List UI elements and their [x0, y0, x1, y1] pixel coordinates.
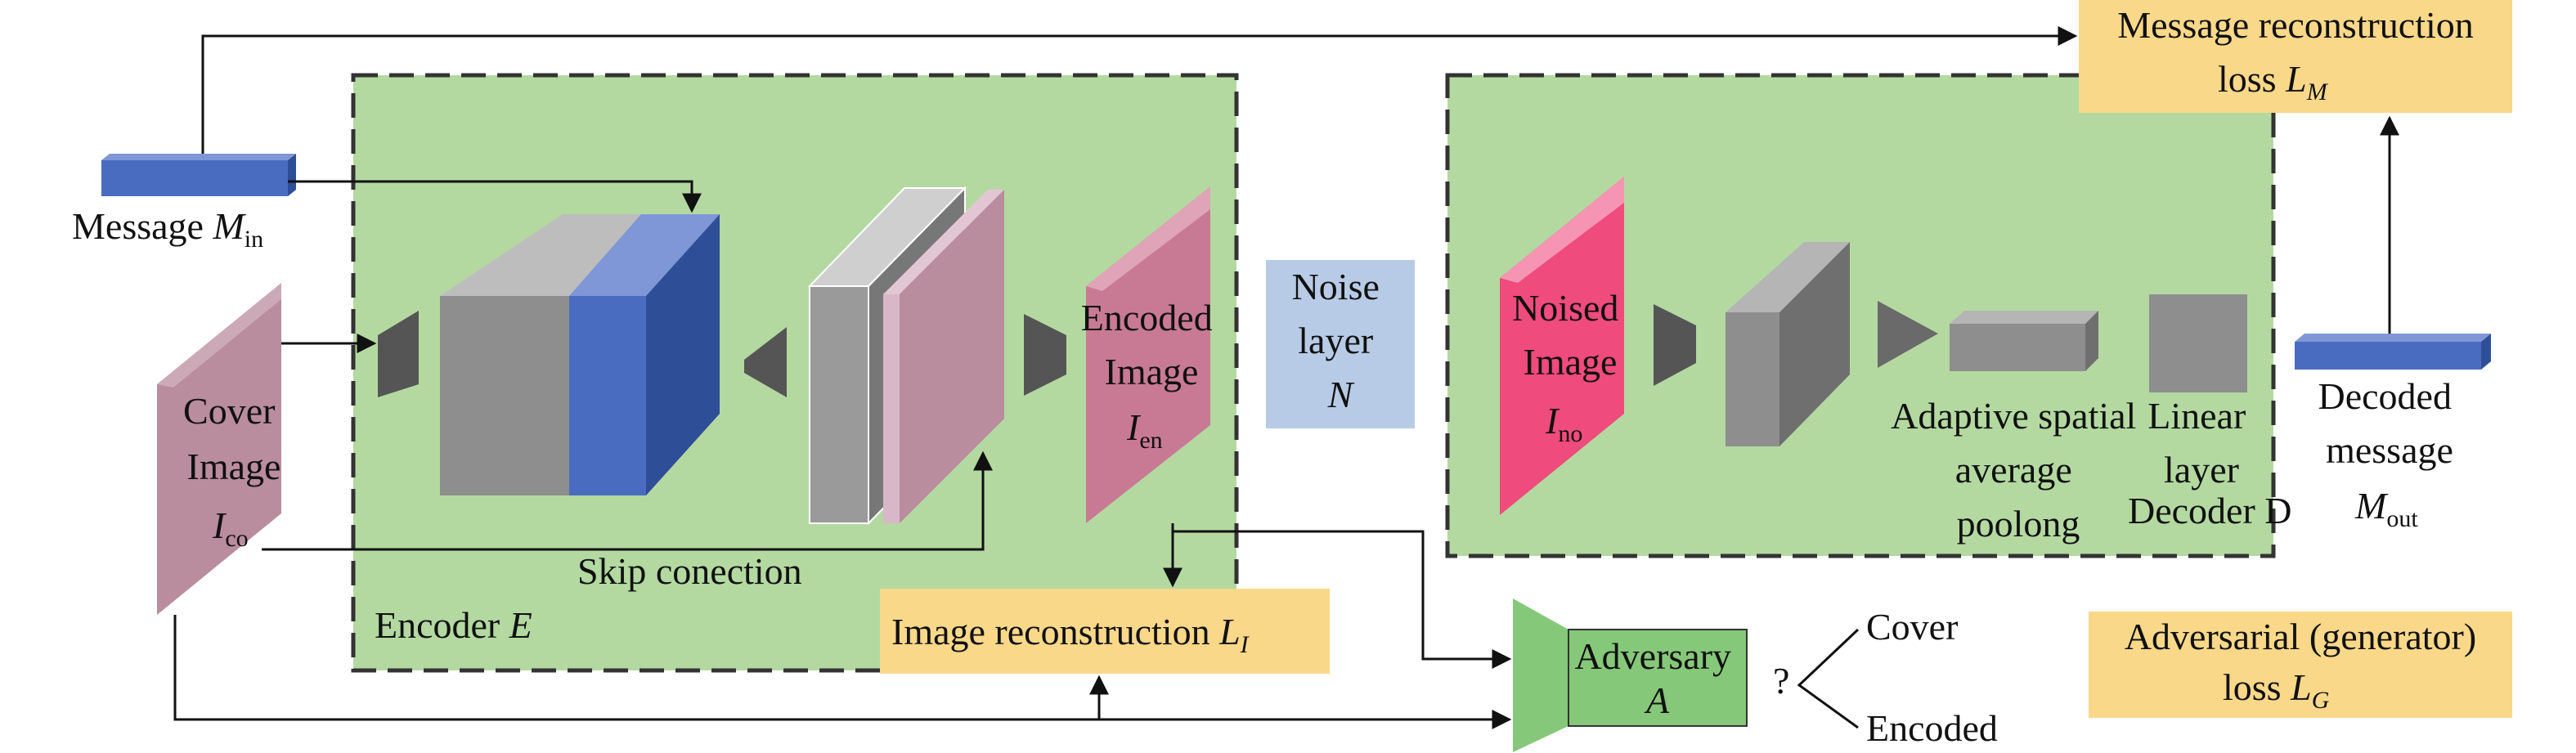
message-loss-box — [2079, 0, 2512, 113]
noised-image-label: Noised Image — [1512, 287, 1628, 383]
encoded-image-label: Encoded Image — [1081, 297, 1222, 392]
adversary-label: Adversary A — [1574, 635, 1740, 721]
encoder-conv-trapezoid-1 — [378, 311, 419, 397]
adversary-question: ? — [1773, 660, 1789, 701]
noise-layer-label: Noise layer N — [1292, 266, 1389, 415]
image-loss-box — [880, 589, 1330, 674]
pooling-block — [1950, 311, 2098, 371]
cover-image-label: Cover Image — [183, 390, 285, 487]
decoder-feature-block — [1726, 242, 1850, 446]
message-to-loss-arrow — [201, 26, 2078, 154]
linear-layer-label: Linear layer — [2147, 395, 2255, 491]
pooling-label: Adaptive spatial average poolong — [1891, 395, 2146, 545]
feature-concat-block — [440, 214, 720, 495]
decoded-message-bar — [2295, 334, 2491, 370]
message-to-encoder-arrow — [288, 180, 702, 213]
decoder-conv-trapezoid-1 — [1654, 304, 1696, 386]
skip-connection-label: Skip conection — [577, 550, 802, 592]
encoder-label: Encoder E — [375, 604, 532, 646]
adversarial-loss-line1: Adversarial (generator) — [2125, 616, 2476, 657]
decoder-pool-triangle — [1878, 301, 1938, 368]
message-loss-line1: Message reconstruction — [2117, 4, 2474, 46]
noise-layer-box — [1266, 260, 1415, 428]
decoded-message-label: Decoded message — [2318, 375, 2462, 471]
encoder-conv-trapezoid-3 — [1024, 314, 1066, 396]
decoder-label: Decoder D — [2128, 490, 2292, 531]
encoded-image-symbol: Ien — [1126, 406, 1163, 454]
message-input-label: Message Min — [72, 205, 263, 253]
cover-image-symbol: Ico — [212, 504, 249, 552]
adversarial-loss-line2: loss LG — [2223, 666, 2330, 714]
message-input-bar — [101, 154, 296, 196]
adversary-output-branches — [1797, 628, 1860, 729]
noised-image-symbol: Ino — [1545, 400, 1582, 447]
message-loss-line2: loss LM — [2218, 58, 2329, 105]
noised-image-slab — [1500, 177, 1624, 515]
image-loss-label: Image reconstruction LI — [891, 611, 1250, 658]
cover-to-adversary-arrow — [173, 615, 1512, 729]
adversarial-loss-box — [2089, 612, 2512, 718]
adversary-funnel — [1513, 598, 1568, 752]
encoder-conv-trapezoid-2 — [744, 327, 787, 397]
adversary-box — [1568, 629, 1748, 727]
encoder-stacked-block — [807, 186, 1004, 526]
linear-layer-block — [2149, 294, 2247, 392]
connectors — [173, 26, 2399, 729]
cover-image-slab — [157, 283, 281, 615]
encoded-image-slab — [1086, 186, 1210, 523]
adversary-output-encoded: Encoded — [1866, 707, 1998, 749]
encoded-to-adversary-arrow — [1173, 530, 1512, 669]
skip-connection-arrow — [262, 450, 993, 551]
adversary-output-cover: Cover — [1866, 606, 1958, 648]
decoded-message-symbol: Mout — [2354, 485, 2418, 532]
